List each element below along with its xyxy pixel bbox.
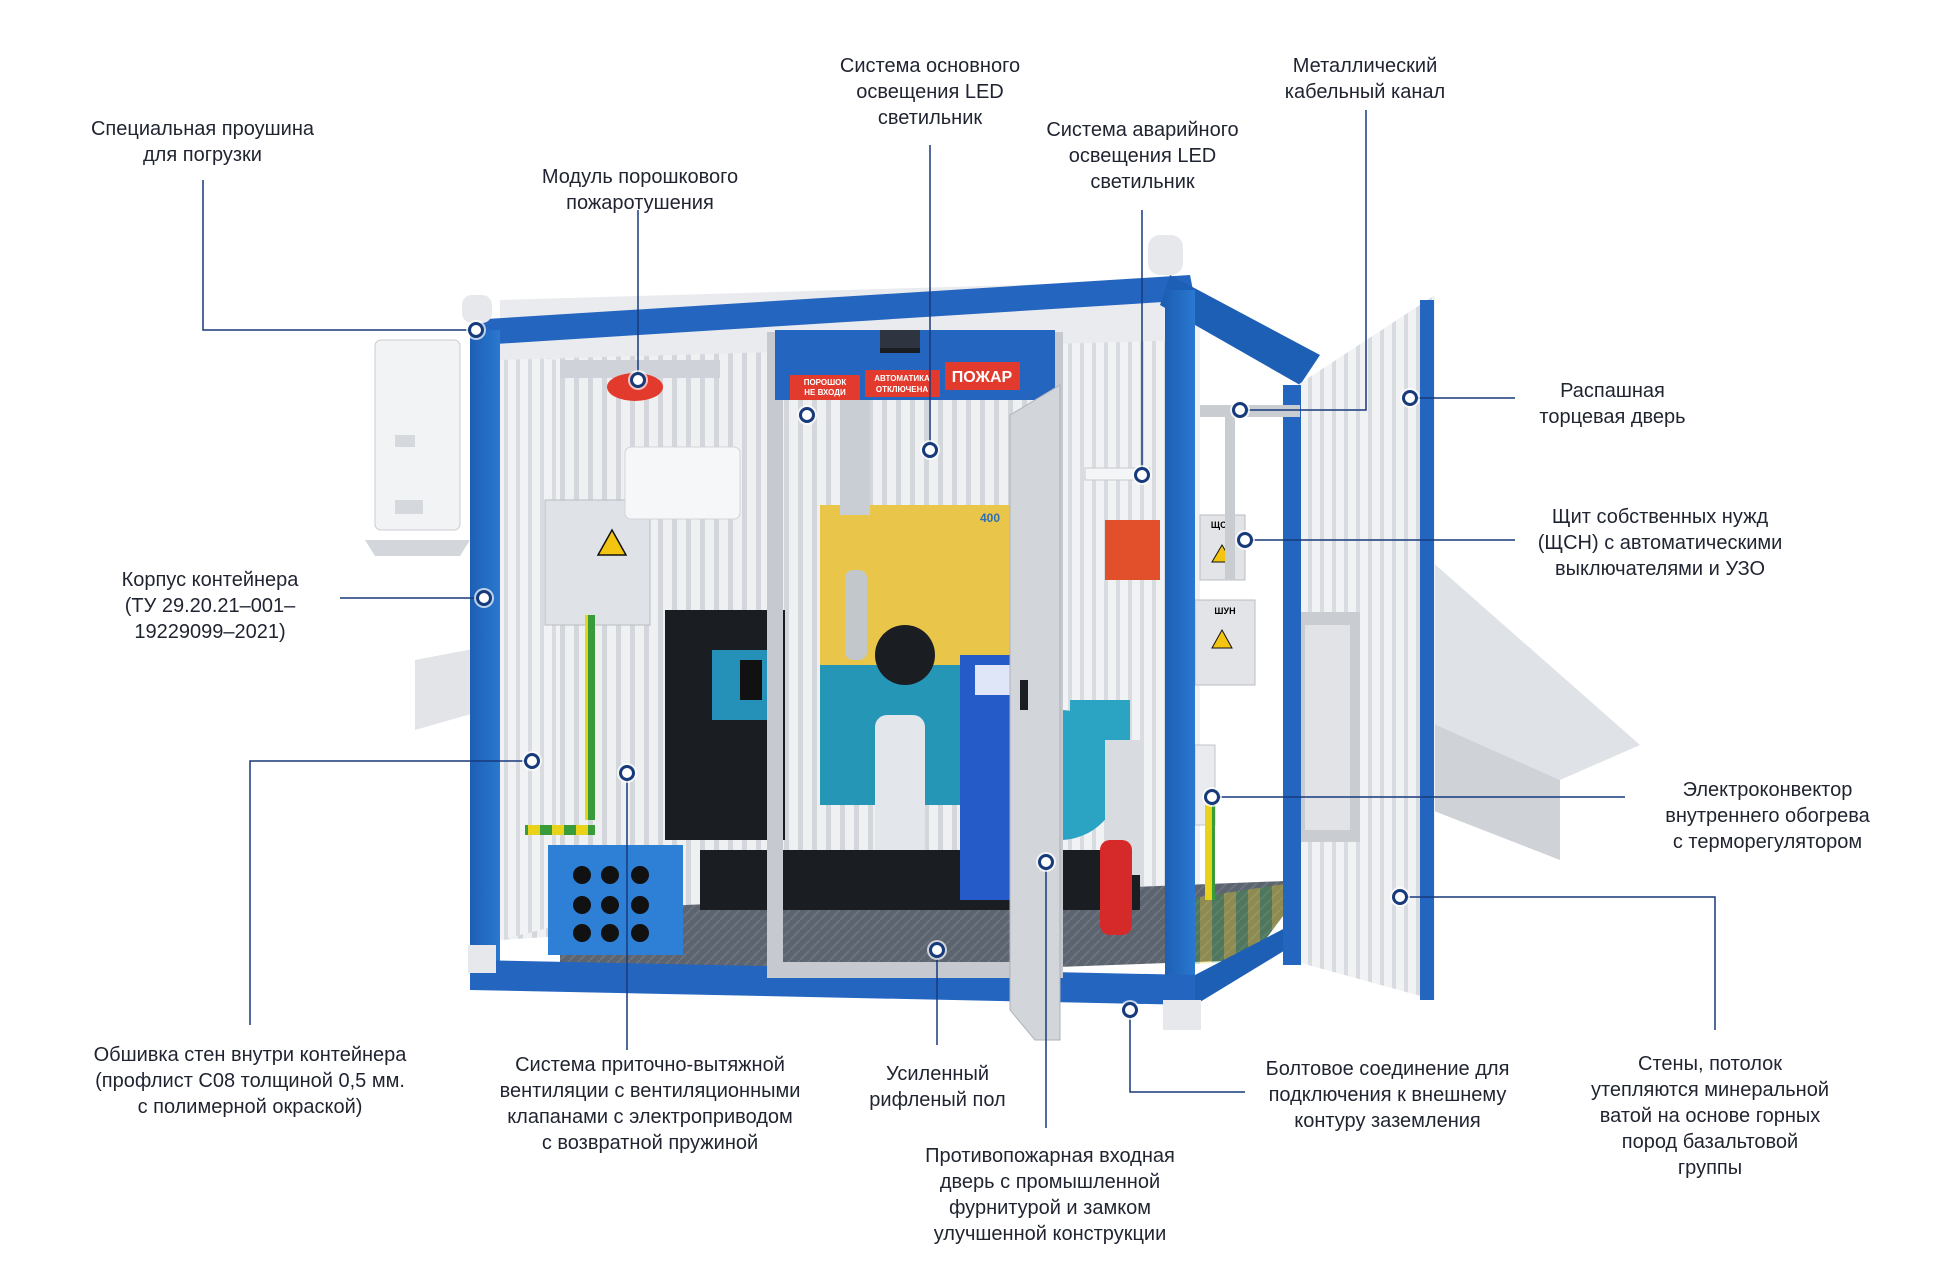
- hotspot-powder-fire-module[interactable]: [630, 372, 646, 388]
- hotspot-auxiliary-panel[interactable]: [1237, 532, 1253, 548]
- emergency-led-light: [1084, 467, 1151, 481]
- entry-door-leaf: [1009, 384, 1061, 1041]
- hotspot-ventilation-system[interactable]: [619, 765, 635, 781]
- outdoor-ac-unit: [365, 339, 470, 556]
- red-fire-box: [1105, 520, 1160, 580]
- hotspot-electric-convector[interactable]: [1204, 789, 1220, 805]
- ventilation-grille: [548, 845, 683, 955]
- hotspot-fire-entry-door[interactable]: [1038, 854, 1054, 870]
- hotspot-lifting-eye[interactable]: [468, 322, 484, 338]
- label-wall-cladding: Обшивка стен внутри контейнера(профлист …: [93, 1044, 407, 1118]
- hotspot-end-swing-door[interactable]: [1402, 390, 1418, 406]
- panel-1-label: ЩСН: [1211, 520, 1233, 530]
- label-auxiliary-panel: Щит собственных нужд(ЩСН) с автоматическ…: [1537, 506, 1783, 580]
- door-frame: ПОРОШОК НЕ ВХОДИ АВТОМАТИКА ОТКЛЮЧЕНА ПО…: [767, 330, 1063, 978]
- left-electrical-cabinet: [544, 499, 651, 626]
- leader-lines: [202, 110, 1716, 1128]
- auxiliary-panel-box: ЩСН: [1199, 514, 1246, 581]
- hotspot-insulation[interactable]: [1392, 889, 1408, 905]
- sign-powder-line2: НЕ ВХОДИ: [804, 388, 846, 397]
- label-container-body: Корпус контейнера(ТУ 29.20.21–001–192290…: [121, 569, 299, 643]
- sign-auto-line2: ОТКЛЮЧЕНА: [876, 385, 928, 394]
- generator-badge: 400: [980, 511, 1000, 525]
- sign-fire: ПОЖАР: [952, 369, 1013, 386]
- hotspot-wall-cladding[interactable]: [524, 753, 540, 769]
- sign-powder-line1: ПОРОШОК: [804, 378, 847, 387]
- hotspot-container-body[interactable]: [476, 590, 492, 606]
- right-canopy: [1380, 560, 1640, 780]
- hotspot-emergency-led-lighting[interactable]: [1134, 467, 1150, 483]
- fire-extinguisher: [1100, 840, 1132, 935]
- hotspot-grounding-bolt[interactable]: [1122, 1002, 1138, 1018]
- panel-2-label: ШУН: [1214, 606, 1235, 616]
- sign-auto-line1: АВТОМАТИКА: [874, 374, 930, 383]
- cable-channel-device: [1200, 405, 1300, 417]
- hotspot-door-frame[interactable]: [799, 407, 815, 423]
- shun-panel-box: ШУН: [1194, 599, 1256, 686]
- hotspot-cable-channel[interactable]: [1232, 402, 1248, 418]
- hotspot-reinforced-floor[interactable]: [929, 942, 945, 958]
- indoor-ac-unit: [624, 446, 741, 520]
- main-led-light: [880, 330, 920, 348]
- hotspot-main-led-lighting[interactable]: [922, 442, 938, 458]
